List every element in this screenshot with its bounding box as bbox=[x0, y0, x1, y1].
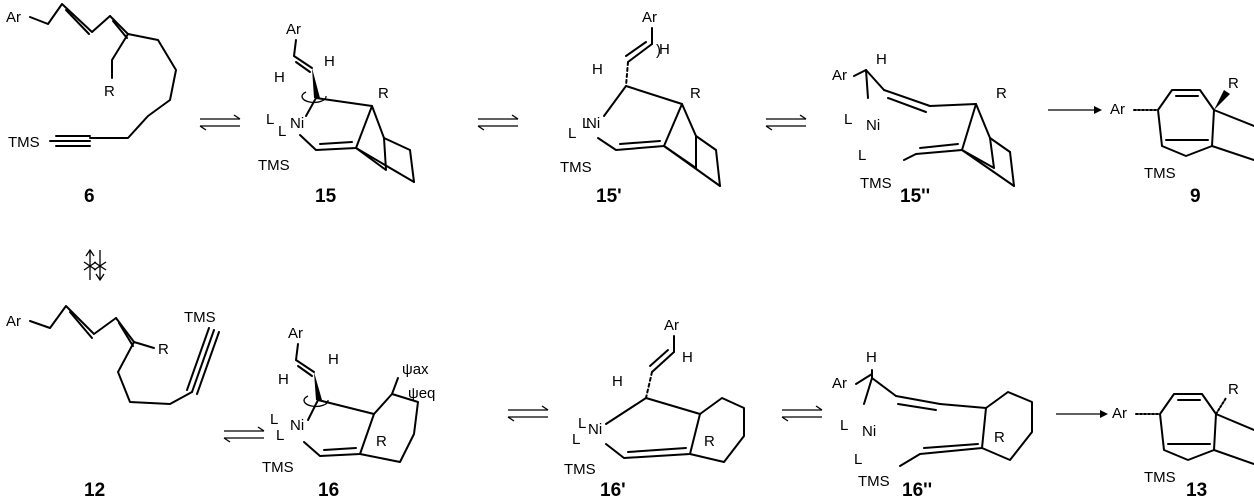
equilibrium-arrow bbox=[765, 114, 807, 131]
atom-r: R bbox=[376, 433, 387, 450]
atom-ar: Ar bbox=[1112, 405, 1127, 422]
compound-label-15-double-prime: 15'' bbox=[900, 186, 930, 207]
blocked-equilibrium-arrow bbox=[83, 248, 107, 282]
atom-ar: Ar bbox=[288, 325, 303, 342]
atom-h: H bbox=[328, 351, 339, 368]
atom-r: R bbox=[690, 85, 701, 102]
atom-r: R bbox=[158, 341, 169, 358]
atom-ar: Ar bbox=[1110, 101, 1125, 118]
compound-label-15-prime: 15' bbox=[596, 186, 622, 207]
atom-ni: Ni bbox=[290, 417, 304, 434]
atom-r: R bbox=[996, 85, 1007, 102]
atom-r: R bbox=[104, 83, 115, 100]
atom-ar: Ar bbox=[642, 9, 657, 26]
atom-h: H bbox=[659, 41, 670, 58]
atom-l: L bbox=[276, 427, 284, 444]
equilibrium-arrow bbox=[223, 426, 265, 443]
atom-l: L bbox=[270, 411, 278, 428]
atom-ar: Ar bbox=[286, 21, 301, 38]
atom-l: L bbox=[840, 417, 848, 434]
atom-h: H bbox=[592, 61, 603, 78]
atom-r: R bbox=[994, 429, 1005, 446]
atom-r: R bbox=[1228, 381, 1239, 398]
structure-15: Ar H H L L Ni R TMS 15 bbox=[258, 21, 415, 207]
reaction-arrow bbox=[1056, 410, 1108, 418]
atom-ni: Ni bbox=[586, 115, 600, 132]
structure-16: Ar H H L L Ni ψax ψeq R TMS 16 bbox=[262, 325, 435, 501]
atom-ar: Ar bbox=[6, 313, 21, 330]
atom-ar: Ar bbox=[6, 9, 21, 26]
compound-label-9: 9 bbox=[1190, 186, 1201, 207]
atom-psi-eq: ψeq bbox=[408, 385, 435, 402]
atom-tms: TMS bbox=[184, 309, 216, 326]
equilibrium-arrow bbox=[477, 114, 519, 131]
atom-h: H bbox=[682, 349, 693, 366]
structure-6: Ar R TMS 6 bbox=[6, 3, 177, 207]
compound-label-16-prime: 16' bbox=[600, 480, 626, 501]
compound-label-16-double-prime: 16'' bbox=[902, 480, 932, 501]
equilibrium-arrow bbox=[507, 405, 549, 422]
equilibrium-arrow bbox=[781, 405, 823, 422]
atom-l: L bbox=[578, 415, 586, 432]
atom-l: L bbox=[568, 125, 576, 142]
atom-tms: TMS bbox=[564, 461, 596, 478]
atom-ar: Ar bbox=[832, 67, 847, 84]
atom-psi-ax: ψax bbox=[402, 361, 429, 378]
atom-l: L bbox=[572, 431, 580, 448]
atom-l: L bbox=[582, 115, 590, 132]
atom-r: R bbox=[1228, 75, 1239, 92]
atom-h: H bbox=[876, 51, 887, 68]
atom-ni: Ni bbox=[866, 117, 880, 134]
atom-ni: Ni bbox=[588, 421, 602, 438]
atom-ni: Ni bbox=[862, 423, 876, 440]
atom-l: L bbox=[854, 451, 862, 468]
atom-ni: Ni bbox=[290, 115, 304, 132]
atom-tms: TMS bbox=[258, 157, 290, 174]
atom-l: L bbox=[844, 111, 852, 128]
atom-r: R bbox=[704, 433, 715, 450]
structure-16-prime: Ar H H L L Ni R TMS 16' bbox=[564, 317, 745, 501]
atom-r: R bbox=[378, 85, 389, 102]
structure-15-prime: Ar H ) H L L Ni R TMS 15' bbox=[560, 9, 721, 207]
atom-l: L bbox=[858, 147, 866, 164]
atom-tms: TMS bbox=[1144, 165, 1176, 182]
compound-label-13: 13 bbox=[1186, 480, 1207, 501]
atom-ar: Ar bbox=[664, 317, 679, 334]
atom-ar: Ar bbox=[832, 375, 847, 392]
atom-tms: TMS bbox=[858, 473, 890, 490]
atom-l: L bbox=[266, 111, 274, 128]
atom-tms: TMS bbox=[262, 459, 294, 476]
atom-tms: TMS bbox=[8, 134, 40, 151]
structure-12: Ar R TMS 12 bbox=[6, 305, 220, 501]
steric-clash-mark: ) bbox=[656, 42, 661, 59]
atom-l: L bbox=[278, 123, 286, 140]
structure-15-double-prime: Ar H L Ni L R TMS 15'' bbox=[832, 51, 1015, 207]
reaction-arrow bbox=[1048, 106, 1102, 114]
compound-label-6: 6 bbox=[84, 186, 95, 207]
atom-h: H bbox=[278, 371, 289, 388]
compound-label-16: 16 bbox=[318, 480, 339, 501]
compound-label-12: 12 bbox=[84, 480, 105, 501]
atom-tms: TMS bbox=[560, 159, 592, 176]
compound-label-15: 15 bbox=[315, 186, 337, 207]
structure-16-double-prime: H Ar L Ni L R TMS 16'' bbox=[832, 349, 1033, 501]
atom-tms: TMS bbox=[1144, 469, 1176, 486]
atom-h: H bbox=[612, 373, 623, 390]
structure-13: Ar R TMS 13 bbox=[1112, 381, 1254, 501]
equilibrium-arrow bbox=[199, 114, 241, 131]
atom-tms: TMS bbox=[860, 175, 892, 192]
atom-h: H bbox=[274, 69, 285, 86]
atom-h: H bbox=[324, 53, 335, 70]
structure-9: Ar R TMS 9 bbox=[1110, 75, 1254, 207]
atom-h: H bbox=[866, 349, 877, 366]
